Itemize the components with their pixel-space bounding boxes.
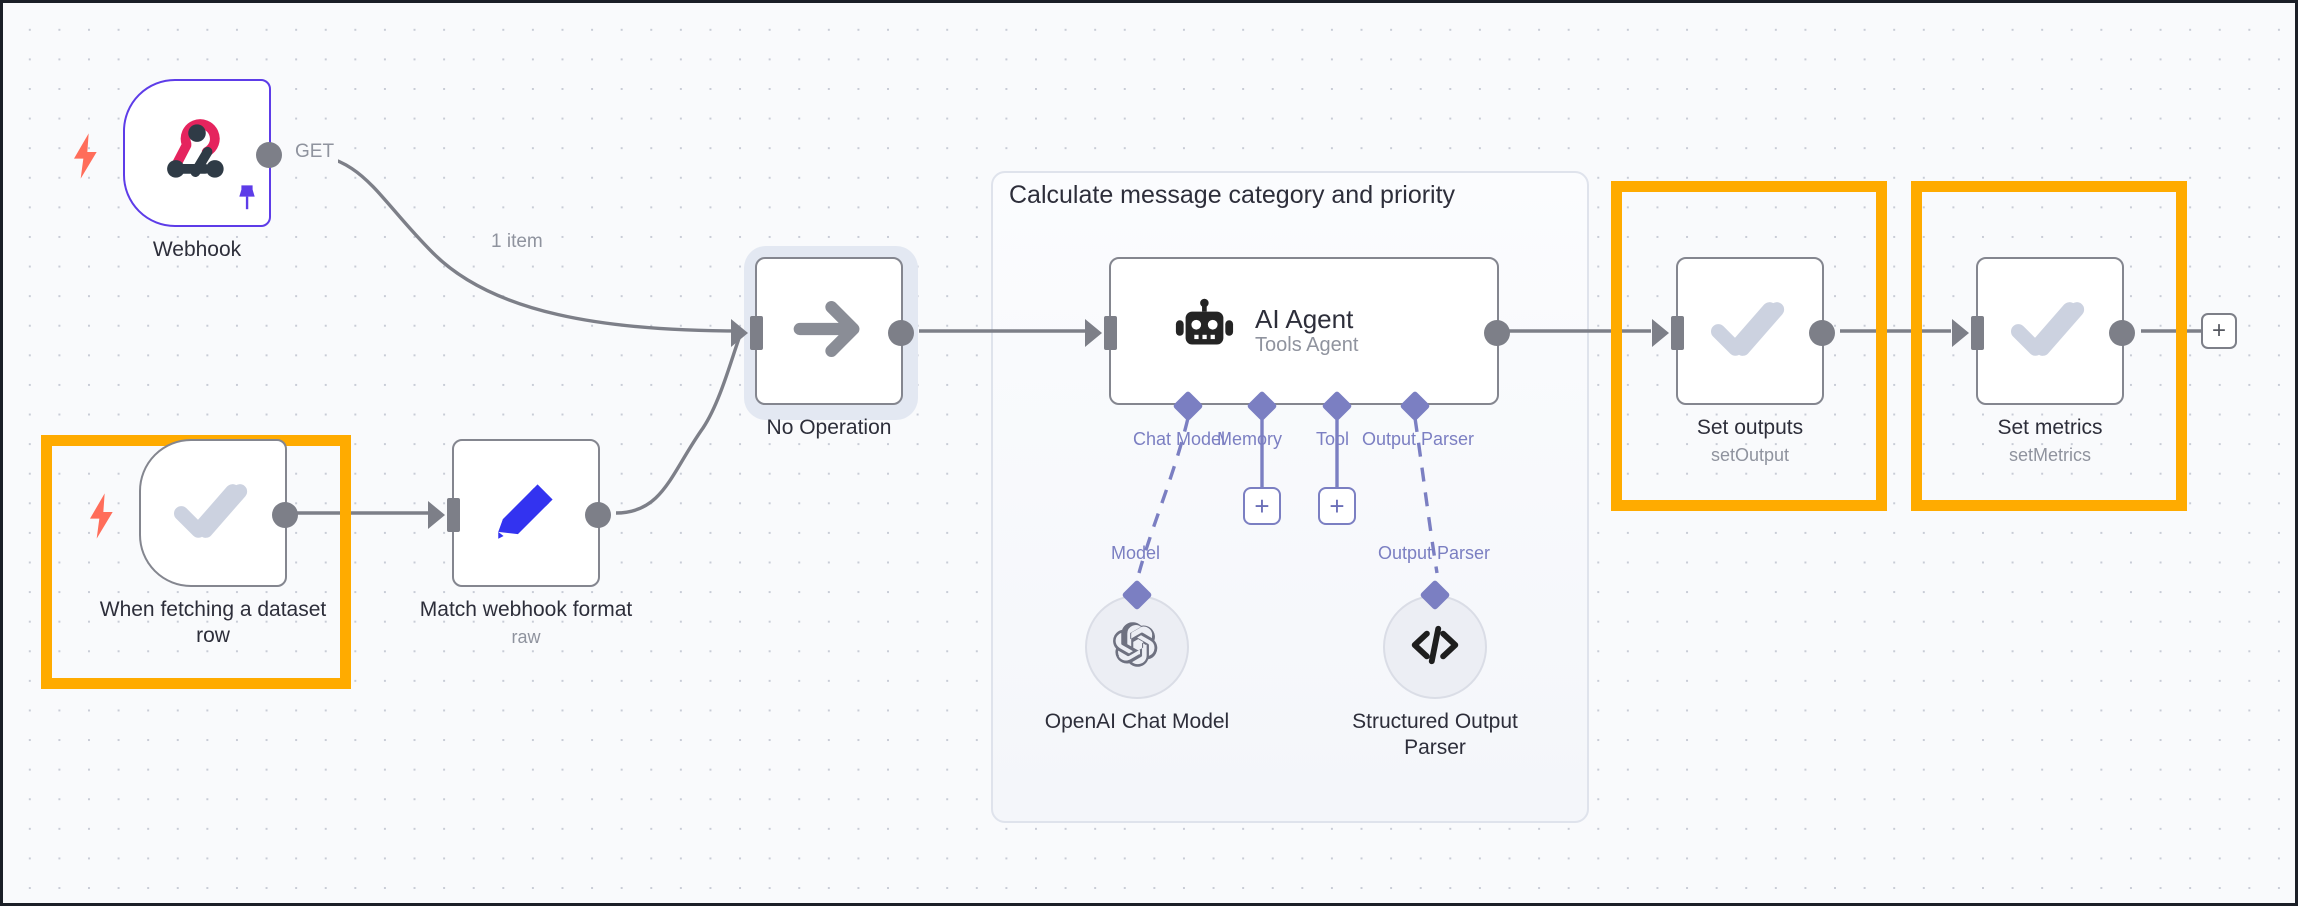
match-webhook-format-output-port[interactable]: [585, 502, 611, 528]
node-webhook-box[interactable]: [74, 79, 282, 227]
group-title: Calculate message category and priority: [1009, 181, 1456, 209]
node-set-outputs-box[interactable]: [1652, 257, 1835, 405]
set-outputs-output-port[interactable]: [1809, 320, 1835, 346]
edge-label-webhook-method: GET: [291, 141, 339, 163]
ai-agent-input-port[interactable]: [1104, 316, 1117, 350]
subport-label-output-parser: Output Parser: [1378, 543, 1491, 563]
node-ai-agent-title: AI Agent: [1255, 303, 1354, 334]
node-webhook[interactable]: Webhook: [74, 79, 282, 261]
plus-icon: +: [1329, 491, 1345, 521]
code-brackets-icon: [1409, 619, 1461, 676]
node-match-webhook-format-sublabel: raw: [511, 627, 541, 647]
edge-label-items-count: 1 item: [487, 231, 547, 253]
set-outputs-input-port[interactable]: [1671, 316, 1684, 350]
double-check-icon: [174, 472, 252, 555]
node-set-metrics-sublabel: setMetrics: [2008, 445, 2091, 465]
subnode-openai-chat-model-label: OpenAI Chat Model: [1044, 710, 1230, 733]
node-match-webhook-format-box[interactable]: [428, 439, 611, 587]
node-no-operation-box[interactable]: [731, 246, 918, 420]
port-label-tool: Tool: [1316, 429, 1350, 449]
subnode-structured-output-parser-label: Structured Output Parser: [1352, 710, 1518, 760]
node-set-outputs[interactable]: Set outputs setOutput: [1652, 257, 1835, 465]
input-arrow-icon: [1085, 319, 1102, 347]
subnode-structured-output-parser-circle[interactable]: [1383, 595, 1487, 699]
pencil-icon: [489, 474, 563, 553]
robot-icon: [1173, 298, 1235, 365]
subnode-structured-output-parser[interactable]: Structured Output Parser: [1352, 579, 1518, 759]
node-when-fetching-a-dataset-row-label: When fetching a dataset row: [99, 598, 327, 648]
plus-icon: +: [1254, 491, 1270, 521]
ai-agent-output-port[interactable]: [1484, 320, 1510, 346]
openai-icon: [1112, 620, 1162, 675]
webhook-output-port[interactable]: [256, 142, 282, 168]
port-label-output-parser: Output Parser: [1362, 429, 1475, 449]
input-arrow-icon: [428, 501, 445, 529]
node-set-outputs-sublabel: setOutput: [1710, 445, 1790, 465]
node-when-fetching-a-dataset-row-box[interactable]: [90, 439, 298, 587]
plus-icon: +: [2211, 317, 2226, 344]
node-set-metrics-label: Set metrics: [1997, 416, 2103, 439]
trigger-bolt-icon: [86, 493, 118, 544]
input-arrow-icon: [1652, 319, 1669, 347]
set-metrics-input-port[interactable]: [1971, 316, 1984, 350]
subport-label-model: Model: [1111, 543, 1161, 563]
node-match-webhook-format[interactable]: Match webhook format raw: [420, 439, 632, 647]
port-label-chat-model: Chat Model: [1133, 429, 1226, 449]
subnode-openai-chat-model[interactable]: OpenAI Chat Model: [1045, 579, 1229, 733]
no-operation-output-port[interactable]: [888, 320, 914, 346]
when-fetching-a-dataset-row-output-port[interactable]: [272, 502, 298, 528]
arrow-right-icon: [790, 290, 868, 373]
no-operation-input-port[interactable]: [750, 316, 763, 350]
node-set-metrics-box[interactable]: [1952, 257, 2135, 405]
set-metrics-output-port[interactable]: [2109, 320, 2135, 346]
input-arrow-icon: [731, 319, 748, 347]
node-match-webhook-format-label: Match webhook format: [419, 598, 633, 621]
node-when-fetching-a-dataset-row[interactable]: When fetching a dataset row: [90, 439, 326, 647]
add-next-node-button[interactable]: +: [2201, 313, 2237, 349]
add-tool-button[interactable]: +: [1318, 487, 1356, 525]
node-webhook-label: Webhook: [152, 238, 242, 261]
node-no-operation[interactable]: No Operation: [731, 246, 918, 439]
node-ai-agent-box[interactable]: AI Agent Tools Agent: [1085, 257, 1510, 405]
input-arrow-icon: [1952, 319, 1969, 347]
node-ai-agent[interactable]: AI Agent Tools Agent Chat Model Memory T…: [1085, 257, 1510, 449]
match-webhook-format-input-port[interactable]: [447, 498, 460, 532]
port-label-memory: Memory: [1217, 429, 1283, 449]
node-no-operation-label: No Operation: [766, 416, 892, 439]
subnode-openai-chat-model-circle[interactable]: [1085, 595, 1189, 699]
trigger-bolt-icon: [70, 133, 102, 184]
double-check-icon: [1711, 290, 1789, 373]
double-check-icon: [2011, 290, 2089, 373]
webhook-icon: [158, 112, 236, 195]
node-ai-agent-subtitle: Tools Agent: [1255, 334, 1359, 357]
add-memory-button[interactable]: +: [1243, 487, 1281, 525]
node-set-metrics[interactable]: Set metrics setMetrics: [1952, 257, 2135, 465]
node-set-outputs-label: Set outputs: [1696, 416, 1804, 439]
pin-icon: [235, 184, 259, 217]
